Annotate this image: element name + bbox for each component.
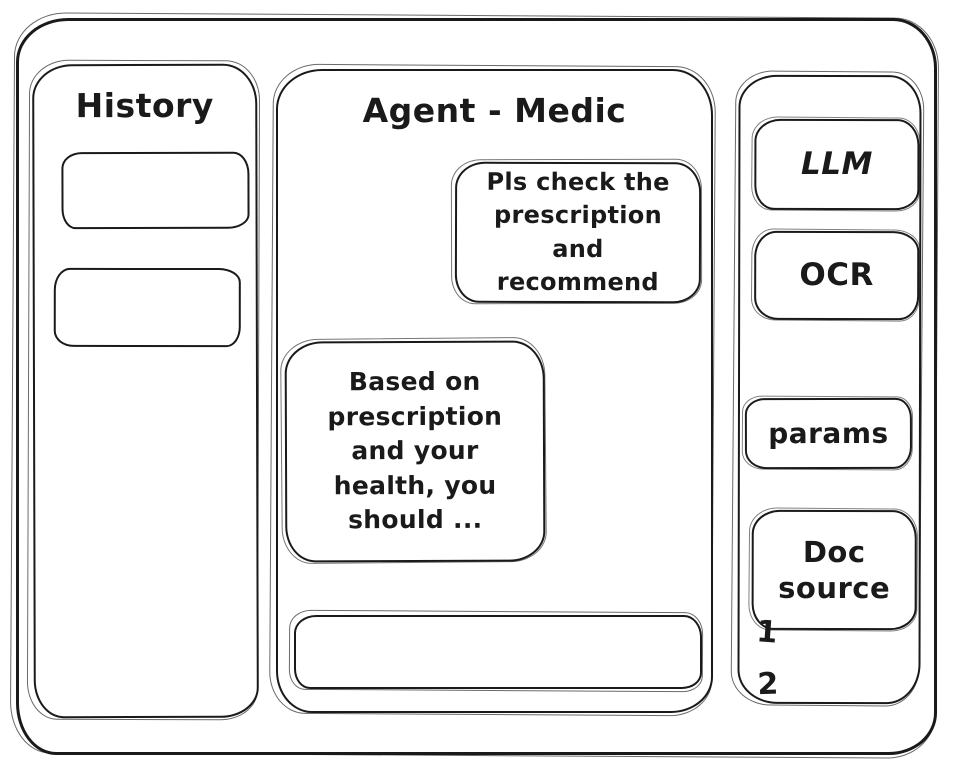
history-item[interactable] <box>61 151 250 230</box>
chat-panel: Agent - Medic Pls check the prescription… <box>276 69 713 713</box>
history-item[interactable] <box>53 267 241 348</box>
doc-source-item-1[interactable]: 1 <box>755 614 779 651</box>
history-panel: History <box>32 63 259 719</box>
tools-panel: LLM OCR params Doc source 1 2 <box>737 74 922 705</box>
chat-title: Agent - Medic <box>362 91 627 130</box>
ocr-button[interactable]: OCR <box>754 230 920 321</box>
params-button[interactable]: params <box>744 397 912 470</box>
llm-button[interactable]: LLM <box>754 118 920 211</box>
doc-source-item-2[interactable]: 2 <box>756 666 779 703</box>
message-input[interactable] <box>296 617 700 687</box>
doc-source-button[interactable]: Doc source <box>751 509 917 631</box>
history-title: History <box>75 85 214 126</box>
assistant-message-bubble: Based on prescription and your health, y… <box>284 340 546 563</box>
message-input-box[interactable] <box>294 615 702 689</box>
user-message-bubble: Pls check the prescription and recommend <box>454 161 702 304</box>
